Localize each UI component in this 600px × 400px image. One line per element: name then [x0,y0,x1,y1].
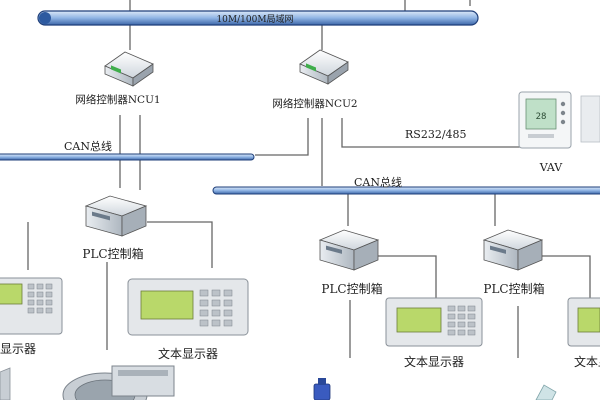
plc-3-label: PLC控制箱 [483,281,544,296]
left-edge-device [0,367,11,400]
vav-label: VAV [539,161,564,174]
vav-thermostat-icon: 28 [518,91,572,149]
display-0-label: 显示器 [0,342,36,356]
can-bus-2: CAN总线 [212,175,600,195]
plc-box-1 [84,195,148,237]
ncu2-label: 网络控制器NCU2 [272,97,357,110]
display-2-label: 文本显示器 [404,354,464,369]
rs-label: RS232/485 [405,128,467,141]
display-3-label: 文本显示 [574,354,600,369]
svg-text:28: 28 [536,112,547,122]
connection-wires [27,0,591,358]
ncu1-label: 网络控制器NCU1 [75,93,160,106]
ncu2-device [299,49,349,85]
plc-1-label: PLC控制箱 [82,246,143,261]
plc-2-label: PLC控制箱 [321,281,382,296]
lan-bus: 10M/100M局域网 [37,10,479,26]
text-display-3 [567,297,600,347]
fan-unit-icon [62,365,175,400]
plc-box-2 [318,229,380,271]
text-display-0 [0,277,63,335]
lan-bus-label: 10M/100M局域网 [216,13,293,25]
vav-side-panel [580,95,600,143]
can-bus-2-label: CAN总线 [354,175,402,189]
plc-box-3 [482,229,544,271]
can-bus-1-label: CAN总线 [64,139,112,153]
text-display-2 [385,297,483,347]
sensor-icon [535,384,557,400]
ncu1-device [104,51,154,87]
can-bus-1: CAN总线 [0,139,255,161]
valve-icon [313,378,331,400]
display-1-label: 文本显示器 [158,346,218,361]
text-display-1 [127,278,249,336]
